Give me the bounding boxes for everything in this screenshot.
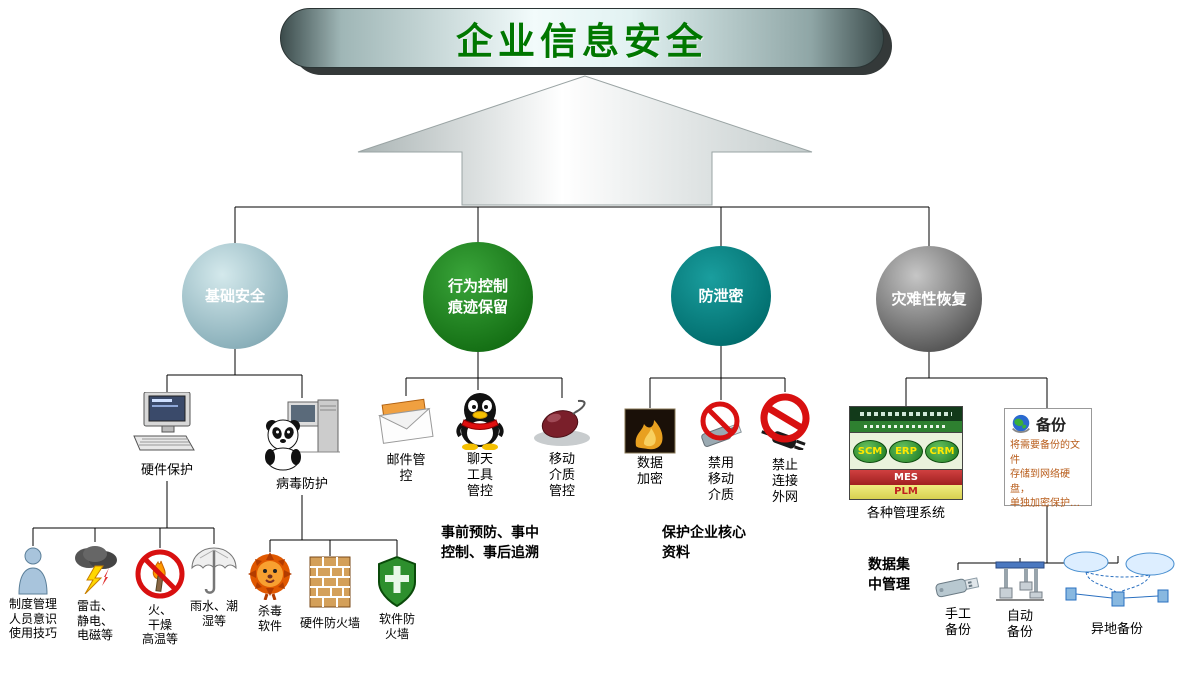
data-encrypt-label: 数据 加密: [636, 456, 663, 487]
no-internet-label: 禁止 连接 外网: [771, 458, 798, 505]
no-network-icon: [755, 392, 815, 450]
envelope-icon: [376, 396, 436, 444]
shield-icon: [377, 556, 417, 608]
rain-label: 雨水、潮 湿等: [189, 599, 238, 628]
disable-media-label: 禁用 移动 介质: [707, 456, 734, 503]
auto-backup-label: 自动 备份: [1006, 609, 1033, 640]
leak-note: 保护企业核心 资料: [662, 525, 746, 561]
mes-band: MES: [850, 470, 962, 485]
brick-wall-icon: [309, 556, 351, 608]
systems-stack-icon: SCM ERP CRM MES PLM: [849, 406, 963, 500]
storm-cloud-icon: [69, 542, 121, 594]
page-title: 企业信息安全: [456, 20, 708, 63]
virus-protection-label: 病毒防护: [275, 477, 328, 492]
branch-circle-basic: 基础安全: [182, 243, 288, 349]
antivirus-label: 杀毒 软件: [257, 604, 282, 633]
usb-drive-icon: [932, 566, 984, 606]
auto-backup-icon: [994, 558, 1046, 604]
media-control-label: 移动 介质 管控: [548, 452, 575, 499]
qq-penguin-icon: [454, 390, 506, 450]
systems-ovals-row: SCM ERP CRM: [850, 432, 962, 470]
systems-subheader-band: [850, 421, 962, 432]
branch-circle-leak: 防泄密: [671, 246, 771, 346]
crm-badge: CRM: [925, 439, 959, 463]
hardware-protection-label: 硬件保护: [140, 463, 193, 478]
no-fire-icon: [134, 548, 186, 600]
panda-computer-icon: [260, 398, 340, 472]
computer-icon: [128, 392, 204, 456]
chat-control-label: 聊天 工具 管控: [466, 452, 493, 499]
no-usb-icon: [693, 400, 749, 452]
up-arrow: [357, 75, 813, 206]
person-icon: [13, 546, 53, 596]
mobile-media-icon: [532, 398, 592, 448]
lion-antivirus-icon: [248, 552, 292, 600]
lightning-label: 雷击、 静电、 电磁等: [76, 599, 113, 643]
policy-label: 制度管理 人员意识 使用技巧: [8, 597, 57, 641]
systems-header-band: [850, 407, 962, 421]
globe-icon: [1010, 413, 1032, 435]
branch-circle-disaster: 灾难性恢复: [876, 246, 982, 352]
network-diagram-icon: [1058, 548, 1178, 614]
backup-box: 备份 将需要备份的文件 存储到网络硬盘， 单独加密保护…: [1004, 408, 1092, 509]
behavior-note: 事前预防、事中 控制、事后追溯: [441, 525, 539, 561]
email-control-label: 邮件管 控: [386, 453, 426, 484]
backup-title: 备份: [1036, 415, 1067, 434]
offsite-backup-label: 异地备份: [1090, 622, 1143, 637]
title-banner: 企业信息安全: [280, 8, 884, 68]
umbrella-icon: [188, 544, 240, 598]
fire-label: 火、 干燥 高温等: [141, 603, 178, 647]
plm-band: PLM: [850, 485, 962, 499]
central-management-note: 数据集 中管理: [868, 557, 910, 593]
erp-badge: ERP: [889, 439, 923, 463]
scm-badge: SCM: [853, 439, 887, 463]
manual-backup-label: 手工 备份: [944, 607, 971, 638]
encrypted-data-icon: [624, 408, 676, 454]
branch-circle-behavior: 行为控制 痕迹保留: [423, 242, 533, 352]
hw-firewall-label: 硬件防火墙: [299, 616, 360, 630]
backup-description: 将需要备份的文件 存储到网络硬盘， 单独加密保护…: [1010, 440, 1080, 509]
sw-firewall-label: 软件防 火墙: [378, 612, 415, 641]
systems-label: 各种管理系统: [866, 506, 945, 521]
